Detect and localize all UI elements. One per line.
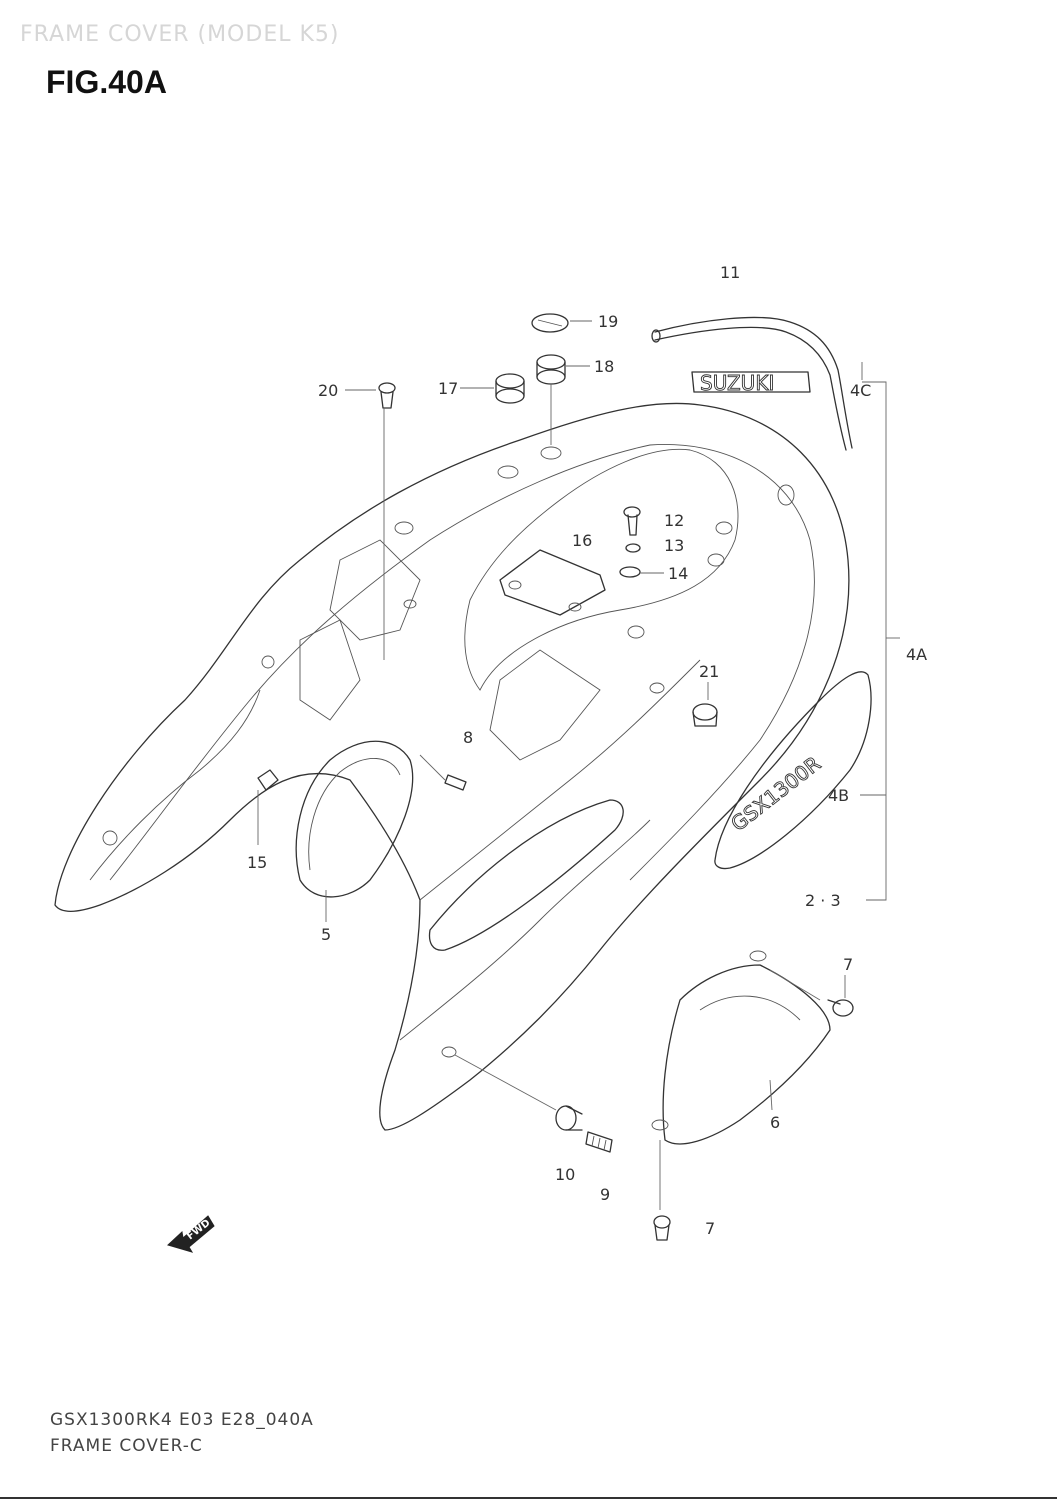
callout-17: 17 bbox=[438, 379, 458, 398]
drawing-name: FRAME COVER-C bbox=[50, 1436, 203, 1456]
callout-7-upper: 7 bbox=[843, 955, 853, 974]
fwd-arrow-icon: FWD bbox=[167, 1215, 215, 1253]
fastener-7-upper bbox=[827, 999, 854, 1017]
fastener-7-lower bbox=[653, 1215, 671, 1241]
callout-18: 18 bbox=[594, 357, 614, 376]
callout-4a: 4A bbox=[906, 645, 927, 664]
callout-13: 13 bbox=[664, 536, 684, 555]
callout-labels: 11 19 18 17 20 4C 12 13 14 16 4A 21 8 4B… bbox=[247, 263, 927, 1238]
callout-14: 14 bbox=[668, 564, 688, 583]
callout-10: 10 bbox=[555, 1165, 575, 1184]
lower-cover bbox=[651, 950, 831, 1145]
fastener-20-clip bbox=[378, 382, 396, 409]
callout-5: 5 bbox=[321, 925, 331, 944]
fastener-9-bolt bbox=[585, 1131, 613, 1153]
callout-20: 20 bbox=[318, 381, 338, 400]
fastener-21-cushion bbox=[692, 703, 718, 727]
suzuki-decal-text: SUZUKI bbox=[700, 371, 774, 395]
drawing-code: GSX1300RK4 E03 E28_040A bbox=[50, 1410, 314, 1430]
callout-11: 11 bbox=[720, 263, 740, 282]
callout-19: 19 bbox=[598, 312, 618, 331]
callout-15: 15 bbox=[247, 853, 267, 872]
suzuki-decal: SUZUKI bbox=[691, 371, 811, 395]
leader-lines bbox=[257, 320, 900, 1210]
fastener-13-washer bbox=[625, 543, 641, 553]
fastener-14-nut bbox=[619, 566, 641, 578]
storage-pocket bbox=[295, 740, 414, 898]
callout-12: 12 bbox=[664, 511, 684, 530]
callout-4c: 4C bbox=[850, 381, 871, 400]
fastener-8-bolt bbox=[444, 774, 467, 791]
fastener-17-grommet bbox=[495, 373, 525, 404]
section-caption: FRAME COVER (MODEL K5) bbox=[20, 22, 340, 47]
frame-cover-body bbox=[54, 402, 850, 1131]
fastener-15-clip bbox=[257, 769, 279, 791]
rear-bracket bbox=[499, 549, 606, 616]
grab-rail bbox=[651, 316, 853, 451]
figure-title: FIG.40A bbox=[46, 64, 167, 100]
fastener-19-cap bbox=[531, 313, 569, 333]
callout-7-lower: 7 bbox=[705, 1219, 715, 1238]
fastener-12-bolt bbox=[623, 506, 641, 536]
callout-4b: 4B bbox=[828, 786, 849, 805]
callout-2-3: 2 · 3 bbox=[805, 891, 841, 910]
callout-8: 8 bbox=[463, 728, 473, 747]
callout-21: 21 bbox=[699, 662, 719, 681]
fastener-18-spacer bbox=[536, 354, 566, 385]
callout-9: 9 bbox=[600, 1185, 610, 1204]
fastener-10-spacer bbox=[555, 1105, 583, 1131]
bottom-border-line bbox=[0, 1497, 1057, 1499]
callout-6: 6 bbox=[770, 1113, 780, 1132]
callout-16: 16 bbox=[572, 531, 592, 550]
